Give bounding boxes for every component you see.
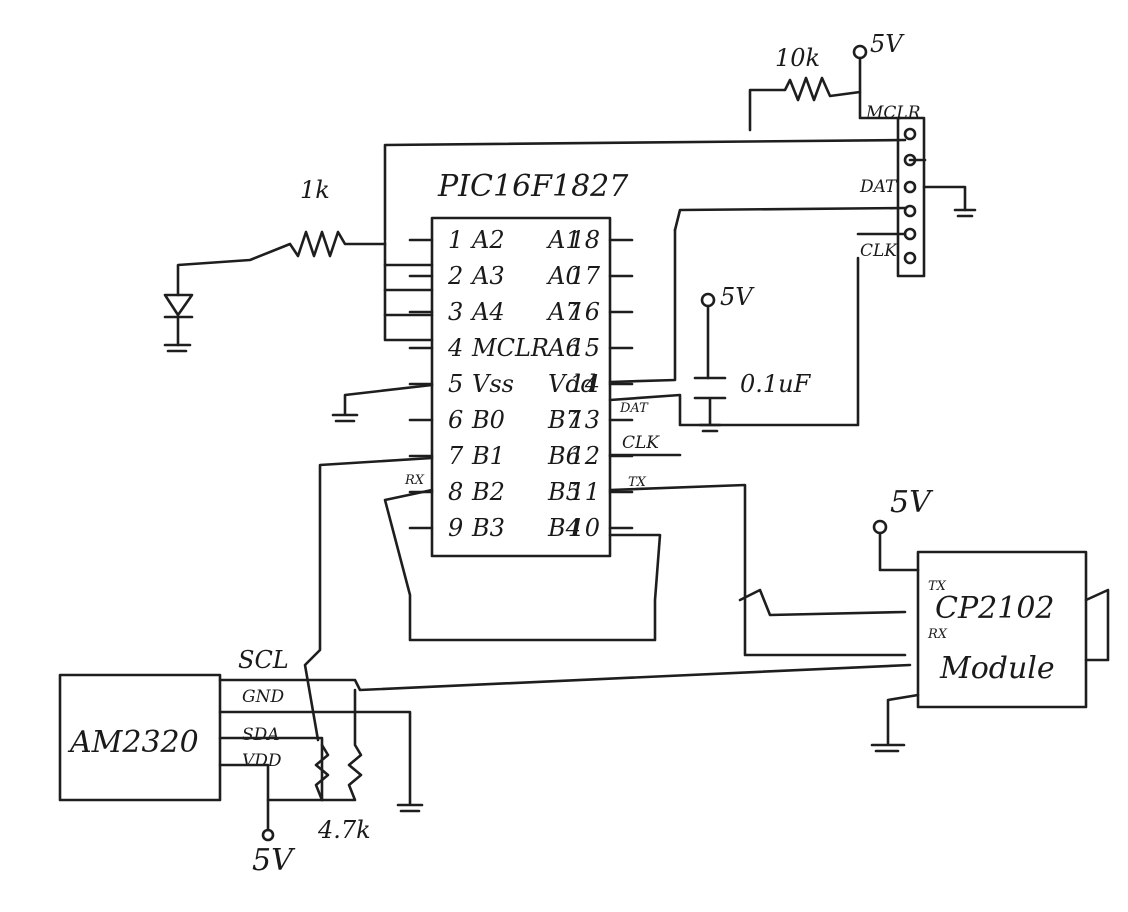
mcu-pin-16-number: 16 [569,298,600,326]
wire-scl [218,663,912,692]
am2320-pin-vdd-label: VDD [242,751,282,771]
supply-cp-terminal [872,519,888,535]
mcu-pin-15-number: 15 [569,334,600,362]
mcu-pin-1-name: A2 [470,226,505,254]
wire-mclr-loop [383,240,434,342]
mcu-pin-9-name: B3 [471,514,505,542]
supply-top-label: 5V [870,30,905,58]
capacitor-label: 0.1uF [740,370,812,398]
icsp-pin-mclr-label: MCLR [865,103,921,123]
wire-gnd [218,710,424,813]
resistor-4p7k-a [314,743,330,802]
resistor-4p7k-b [320,688,363,802]
supply-bottom-label: 5V [252,843,296,878]
mcu-pin-12-name: B6 [547,442,581,470]
ground-symbol-cp [870,693,920,753]
resistor-1k [176,230,387,297]
wire-scl-route [303,456,434,742]
supply-top-terminal [852,44,868,60]
resistor-10k [748,76,862,132]
am2320-name: AM2320 [67,725,199,760]
mcu-part-label: PIC16F1827 [437,169,629,204]
mcu-pin-2-name: A3 [470,262,505,290]
wire-dat-route [673,206,907,232]
mcu-pin-11-name: B5 [547,478,581,506]
am2320-pin-sda-label: SDA [242,725,280,745]
ground-symbol-vss [331,383,434,423]
resistor-1k-label: 1k [300,176,330,204]
signal-rx-label: RX [404,473,425,488]
mcu-pin-1-number: 1 [448,226,463,254]
wire-dat-to-chip [608,228,677,384]
mcu-pin-10-number: 10 [569,514,600,542]
wire-left-stubs [383,263,434,317]
wire-top-bus [383,138,907,242]
cp2102-name-line2: Module [939,651,1055,686]
cp2102-pin-tx-label: TX [928,579,947,594]
mcu-pin-7-number: 7 [448,442,464,470]
cp2102-name-line1: CP2102 [935,591,1055,626]
ground-symbol-led [163,343,192,353]
mcu-pin-3-number: 3 [448,298,463,326]
wire-to-cp-tx [738,588,907,617]
wire-rx-loop [383,488,662,642]
am2320-pin-gnd-label: GND [242,687,284,707]
wire-header-gnd [922,185,967,212]
mcu-pin-4-number: 4 [447,334,463,362]
mcu-pin-8-number: 8 [448,478,463,506]
mcu-pin-16-name: A7 [546,298,581,326]
icsp-pin-clk-label: CLK [860,241,898,261]
mcu-pin-17-number: 17 [569,262,600,290]
wire-top-supply [858,56,902,120]
mcu-pin-12-number: 12 [569,442,600,470]
resistor-10k-label: 10k [775,44,820,72]
mcu-pin-14-number: 14 [569,370,600,398]
cp2102-module-body [916,550,1088,709]
mcu-pin-4-name: MCLR [471,334,549,362]
mcu-pin-5-name: Vss [472,370,514,398]
mcu-pin-7-name: B1 [471,442,505,470]
mcu-pin-6-number: 6 [448,406,463,434]
supply-cp-label: 5V [890,485,934,520]
mcu-pin-18-number: 18 [569,226,600,254]
am2320-pin-scl-label: SCL [238,646,289,674]
mcu-pin-2-number: 2 [447,262,463,290]
mcu-pin-18-name: A1 [546,226,581,254]
ground-symbol-header [953,208,977,218]
mcu-pin-3-name: A4 [470,298,505,326]
capacitor-0p1uf [693,376,727,433]
icsp-header [896,116,926,278]
mcu-pin-8-name: B2 [471,478,505,506]
icsp-pin-circles [903,127,917,265]
supply-vdd-terminal [700,292,716,308]
wire-tx-to-rx [608,483,907,657]
mcu-pin-5-number: 5 [448,370,463,398]
wire-vdd [218,763,270,802]
wire-clk-route [608,256,860,427]
mcu-pin-15-name: A6 [546,334,581,362]
icsp-pin-dat-label: DAT [859,177,898,197]
wire-cp-supply [878,531,920,572]
mcu-pin-14-name: Vdd [548,370,596,398]
pullup-pair-label: 4.7k [317,816,371,844]
mcu-pin-6-name: B0 [471,406,505,434]
cp2102-pin-rx-label: RX [927,627,948,642]
mcu-pin-10-name: B4 [547,514,581,542]
led [163,293,194,347]
supply-bottom-terminal [261,828,275,842]
mcu-pin-17-name: A0 [546,262,581,290]
mcu-pin-11-number: 11 [569,478,600,506]
mcu-body [430,216,612,558]
signal-clk-label: CLK [622,433,660,453]
cp2102-usb-connector [1084,588,1110,662]
mcu-pin-13-name: B7 [547,406,582,434]
mcu-pin-13-number: 13 [569,406,600,434]
signal-dat-label: DAT [619,401,649,416]
supply-vdd-label: 5V [720,283,755,311]
signal-tx-label: TX [628,475,647,490]
mcu-pin-9-number: 9 [448,514,463,542]
